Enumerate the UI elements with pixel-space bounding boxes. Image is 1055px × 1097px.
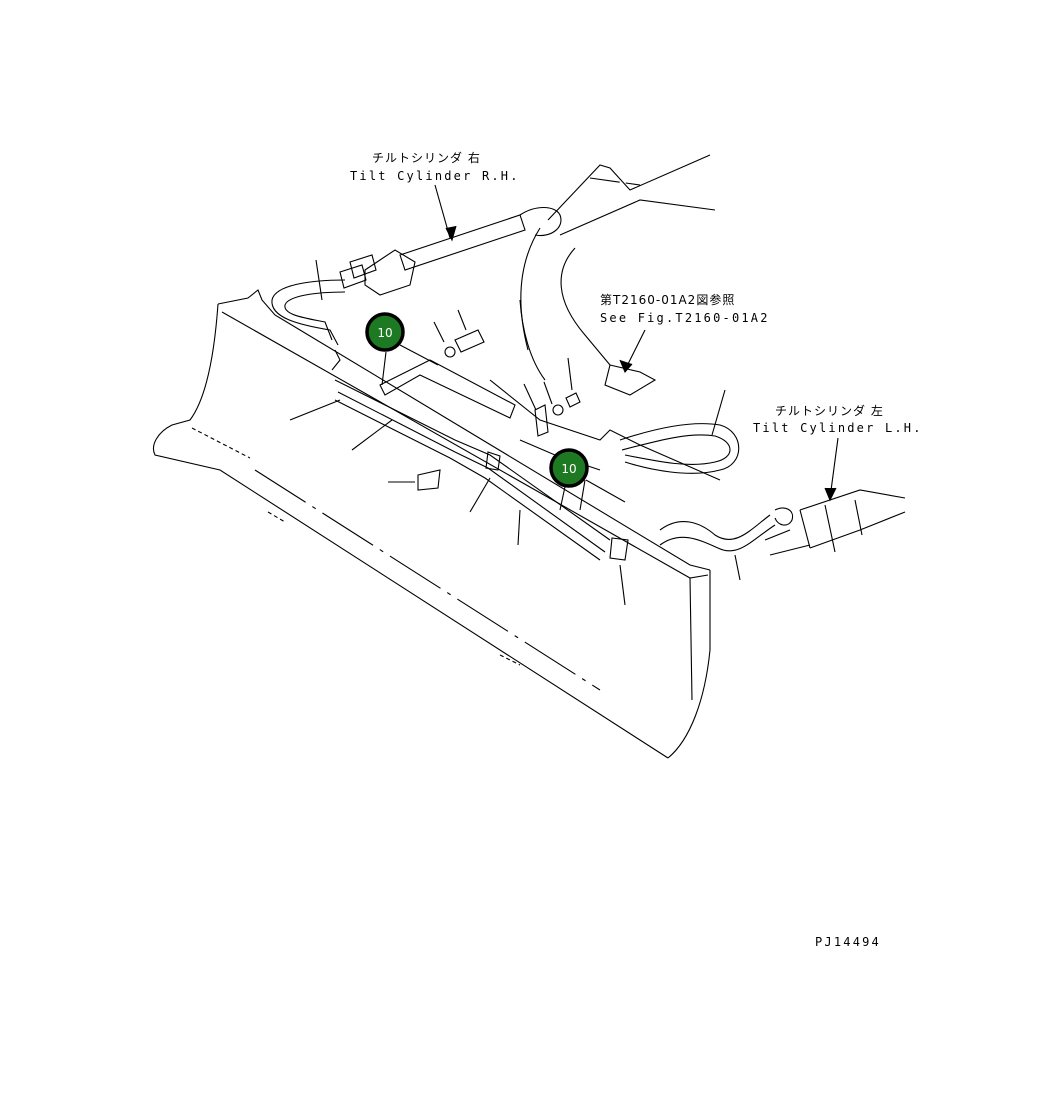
fasteners xyxy=(417,329,657,561)
tilt-cylinder-lh-label: Tilt Cylinder L.H. xyxy=(753,421,923,435)
callout-number: 10 xyxy=(561,462,576,476)
callout-number: 10 xyxy=(377,326,392,340)
tilt-cylinder-rh-label-jp: チルトシリンダ 右 xyxy=(372,150,481,165)
blade-outline xyxy=(153,289,711,759)
see-fig-label-jp: 第T2160-01A2図参照 xyxy=(600,292,735,307)
see-fig-label: See Fig.T2160-01A2 xyxy=(600,311,770,325)
callout-10-lower[interactable]: 10 xyxy=(549,448,626,503)
drawing-number: PJ14494 xyxy=(815,935,881,949)
hoses xyxy=(271,279,776,561)
leader-lines xyxy=(289,184,839,606)
tilt-cylinder-lh xyxy=(764,489,906,556)
frame-arm xyxy=(489,154,721,481)
callout-10-upper[interactable]: 10 xyxy=(365,312,439,366)
tilt-cylinder-lh-label-jp: チルトシリンダ 左 xyxy=(775,403,884,418)
tilt-cylinder-rh xyxy=(339,206,562,296)
tilt-cylinder-rh-label: Tilt Cylinder R.H. xyxy=(350,169,520,183)
